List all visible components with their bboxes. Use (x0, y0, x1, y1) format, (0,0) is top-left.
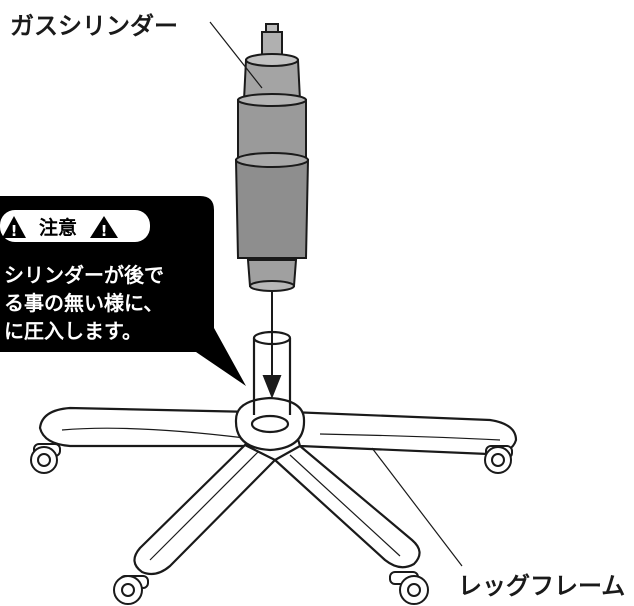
caution-line-2: る事の無い様に、 (4, 291, 163, 315)
gas-cylinder-leader (209, 21, 263, 89)
caster-right (484, 445, 513, 474)
leg-frame-arm-front-left (133, 443, 277, 576)
leg-frame-socket (250, 414, 290, 434)
warning-icon: ! (2, 216, 26, 240)
leg-frame-arm-right (288, 410, 518, 456)
caution-line-1: シリンダーが後で (4, 263, 164, 287)
warning-icon-2: ! (90, 216, 118, 240)
caster-left (30, 443, 61, 474)
gas-cylinder-label: ガスシリンダー (10, 12, 178, 40)
caution-line-3: に圧入します。 (4, 319, 142, 343)
gas-cylinder (234, 23, 310, 292)
caster-front-left (113, 575, 149, 605)
insertion-arrow (262, 292, 282, 399)
leg-frame (38, 330, 518, 576)
svg-text:!: ! (101, 222, 108, 240)
caution-bubble (0, 196, 246, 386)
leg-frame-arm-left (38, 406, 257, 448)
leg-frame-label: レッグフレーム (458, 572, 625, 600)
leg-frame-leader (371, 447, 463, 567)
svg-text:!: ! (11, 222, 18, 240)
caster-front-right (389, 571, 429, 605)
caution-heading: 注意 (39, 216, 77, 239)
casters (30, 443, 513, 605)
caution-callout: ! ! 注意 シリンダーが後で る事の無い様に、 に圧入します。 (0, 196, 246, 386)
leg-frame-arm-front-right (273, 444, 421, 569)
